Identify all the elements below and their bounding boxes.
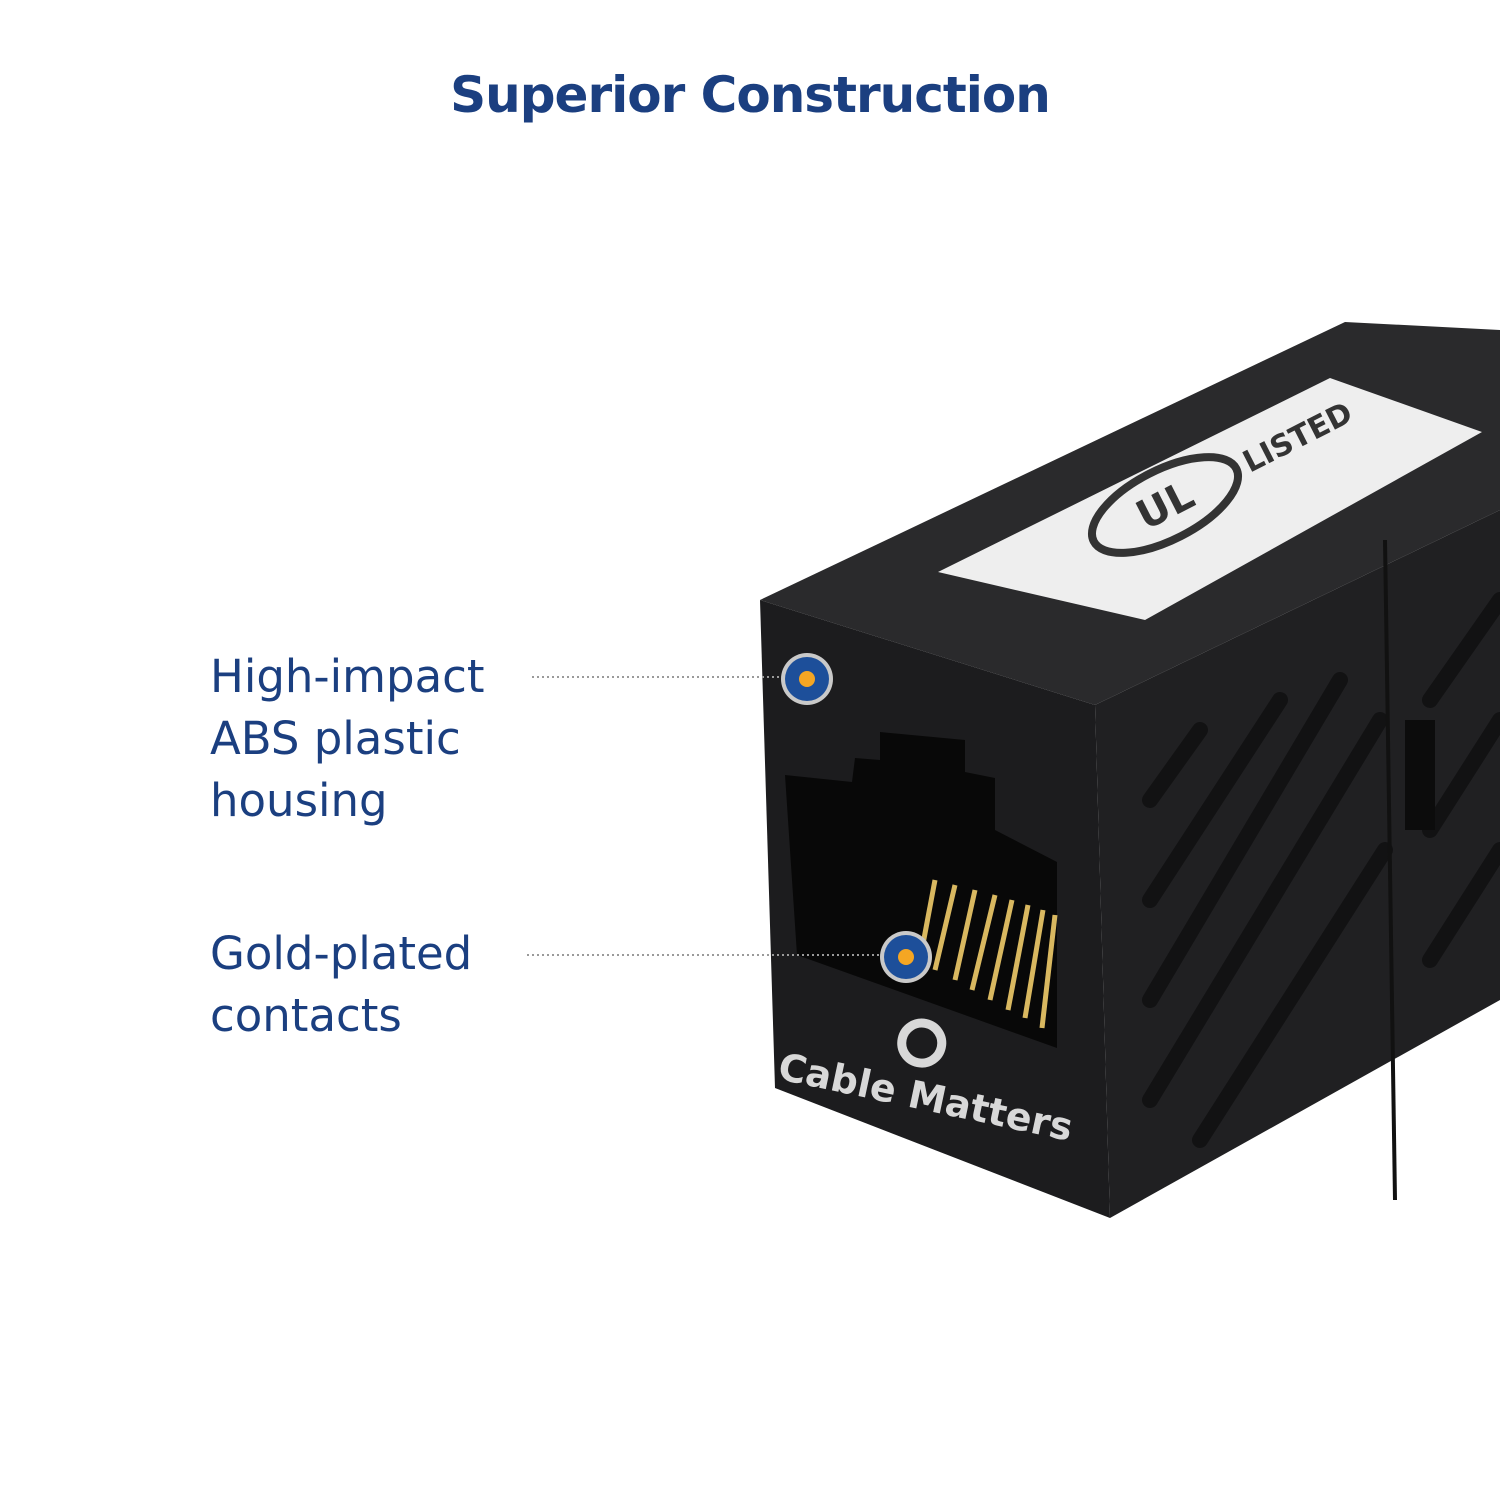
latch-slot [1405, 720, 1435, 830]
rj45-port[interactable] [785, 732, 1057, 1048]
housing-ribs [1142, 592, 1500, 1148]
page-title: Superior Construction [450, 66, 1051, 124]
ul-label [938, 378, 1482, 620]
callout-marker-contacts[interactable] [880, 931, 932, 983]
callout-housing-label: High-impact ABS plastic housing [210, 650, 485, 827]
callout-contacts-label: Gold-plated contacts [210, 927, 473, 1042]
callout-marker-housing[interactable] [781, 653, 833, 705]
